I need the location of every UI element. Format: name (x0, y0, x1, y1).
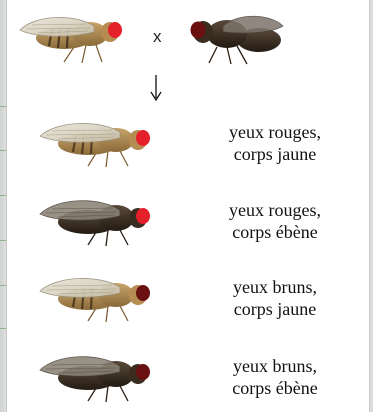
offspring-eye (136, 208, 150, 224)
offspring-eye (136, 285, 150, 301)
offspring-label: yeux rouges, corps jaune (200, 121, 350, 165)
parent-fly-ebony-brown-eye (175, 6, 293, 66)
offspring-fly-ebony-brown-eye (36, 345, 162, 403)
parent-fly-yellow-red-eye (16, 8, 134, 66)
body-phenotype: corps jaune (200, 298, 350, 320)
offspring-label: yeux rouges, corps ébène (200, 199, 350, 243)
body-phenotype: corps ébène (200, 221, 350, 243)
offspring-label: yeux bruns, corps ébène (200, 355, 350, 399)
eye-phenotype: yeux bruns, (200, 355, 350, 377)
body-phenotype: corps ébène (200, 377, 350, 399)
offspring-label: yeux bruns, corps jaune (200, 276, 350, 320)
offspring-fly-ebony-red-eye (36, 191, 162, 247)
parent-eye-right (191, 22, 206, 39)
cross-symbol: x (153, 27, 162, 47)
offspring-fly-yellow-brown-eye (36, 269, 162, 323)
offspring-eye (136, 364, 150, 380)
eye-phenotype: yeux rouges, (200, 199, 350, 221)
parent-eye-left (108, 22, 122, 38)
body-phenotype: corps jaune (200, 143, 350, 165)
eye-phenotype: yeux rouges, (200, 121, 350, 143)
offspring-fly-yellow-red-eye (36, 114, 162, 168)
eye-phenotype: yeux bruns, (200, 276, 350, 298)
down-arrow-icon (150, 74, 162, 102)
offspring-eye (136, 130, 150, 146)
